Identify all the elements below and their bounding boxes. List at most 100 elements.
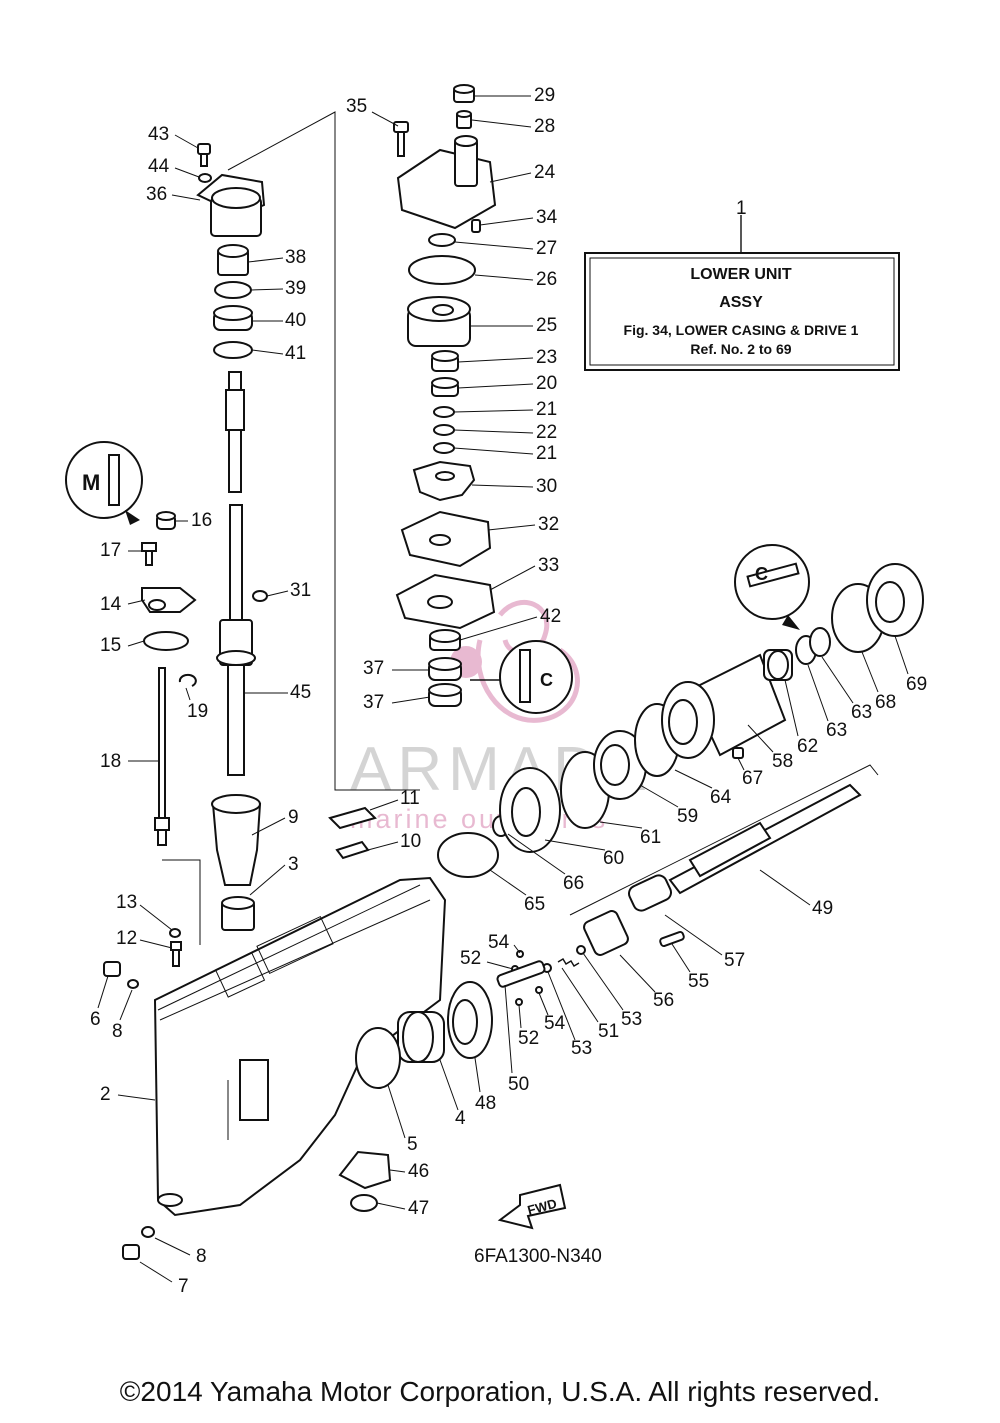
leader-line-21 [453,409,534,413]
callout-30: 30 [536,476,557,497]
leader-line-33 [489,565,536,591]
part-16-grommet [156,511,176,530]
svg-text:C: C [755,564,768,584]
svg-text:C: C [540,670,553,690]
leader-line-52 [518,1004,522,1029]
callout-53: 53 [571,1038,592,1059]
leader-line-54 [538,992,549,1016]
callout-54: 54 [544,1013,566,1034]
leader-line-54 [513,944,521,954]
leader-line-19 [185,687,191,701]
leader-line-62 [784,679,799,737]
callout-5: 5 [407,1134,418,1155]
leader-line-37 [391,696,431,704]
part-7-plug [122,1244,140,1260]
part-10-key [335,840,370,860]
part-67-key [732,747,744,759]
callout-21: 21 [536,399,557,420]
svg-text:M: M [82,470,100,495]
leader-line-8 [119,989,133,1021]
leader-line-44 [174,167,200,178]
part-50-plunger [496,960,546,988]
leader-line-5 [387,1084,406,1139]
callout-7: 7 [178,1276,189,1297]
leader-line-13 [139,904,173,931]
leader-line-39 [250,288,284,291]
callout-57: 57 [724,950,745,971]
part-9-sleeve [211,794,262,886]
part-17-screw [141,542,157,566]
callout-29: 29 [534,85,555,106]
callout-66: 66 [563,873,584,894]
leader-line-53 [547,971,576,1041]
callout-35: 35 [346,96,367,117]
leader-line-52 [486,961,514,970]
callout-19: 19 [187,701,208,722]
callout-61: 61 [640,827,661,848]
callout-69: 69 [906,674,927,695]
part-5-shim [355,1027,401,1089]
leader-line-69 [894,635,909,675]
fwd-label: FWD [526,1196,558,1218]
frame-lines [162,111,879,945]
callout-46: 46 [408,1161,429,1182]
copyright-notice: ©2014 Yamaha Motor Corporation, U.S.A. A… [119,1376,881,1407]
part-22-washer [433,424,455,436]
part-21-washer-upper [433,406,455,418]
leader-line-11 [369,799,399,811]
callout-55: 55 [688,971,709,992]
part-3-bearing [221,896,255,931]
drive-shaft-group [196,143,268,931]
title-box-ref: 1 [736,198,747,219]
leader-line-61 [599,821,643,829]
part-35-bolt [393,121,409,157]
callout-43: 43 [148,124,169,145]
callout-32: 32 [538,514,559,535]
callout-21: 21 [536,443,557,464]
part-53-ball-upper [576,945,586,955]
leader-line-46 [389,1169,406,1173]
lube-symbol-right: C [734,544,810,630]
part-20-seal [431,377,459,397]
part-62-bearing [763,649,793,681]
shift-rod-group: M [65,441,197,846]
callout-47: 47 [408,1198,429,1219]
propeller-shaft-group: C [338,544,924,1212]
leader-line-50 [504,984,513,1074]
leader-line-42 [459,616,538,641]
title-box-line2: ASSY [719,294,763,311]
callout-53: 53 [621,1009,642,1030]
part-34-pin [471,219,481,233]
part-69-ring-nut [866,563,924,637]
leader-line-47 [376,1202,406,1210]
leader-line-21 [453,447,534,455]
fwd-direction-arrow: FWD [497,1183,567,1230]
part-44-washer [198,173,212,183]
callout-8: 8 [196,1246,207,1267]
leader-line-31 [266,590,289,597]
part-14-bracket [141,587,197,613]
part-26-gasket [408,255,476,285]
callout-42: 42 [540,606,561,627]
leader-line-20 [457,383,534,389]
callout-12: 12 [116,928,137,949]
callout-27: 27 [536,238,557,259]
part-18-shift-rod [154,667,170,846]
part-27-oring [428,233,456,247]
part-6-plug [103,961,121,977]
leader-line-2 [117,1094,156,1101]
callout-33: 33 [538,555,559,576]
part-59-bearing [593,730,647,800]
callout-11: 11 [400,788,420,809]
callout-58: 58 [772,751,793,772]
title-box-line4: Ref. No. 2 to 69 [690,341,791,357]
part-36-housing [196,173,266,237]
part-51-spring [557,958,580,967]
part-30-impeller [412,460,476,502]
leader-line-14 [127,599,146,605]
callout-64: 64 [710,787,732,808]
leader-line-6 [97,975,109,1009]
leader-line-59 [639,784,679,808]
part-37-oil-seal-lower [428,683,462,707]
leader-line-12 [139,939,173,949]
